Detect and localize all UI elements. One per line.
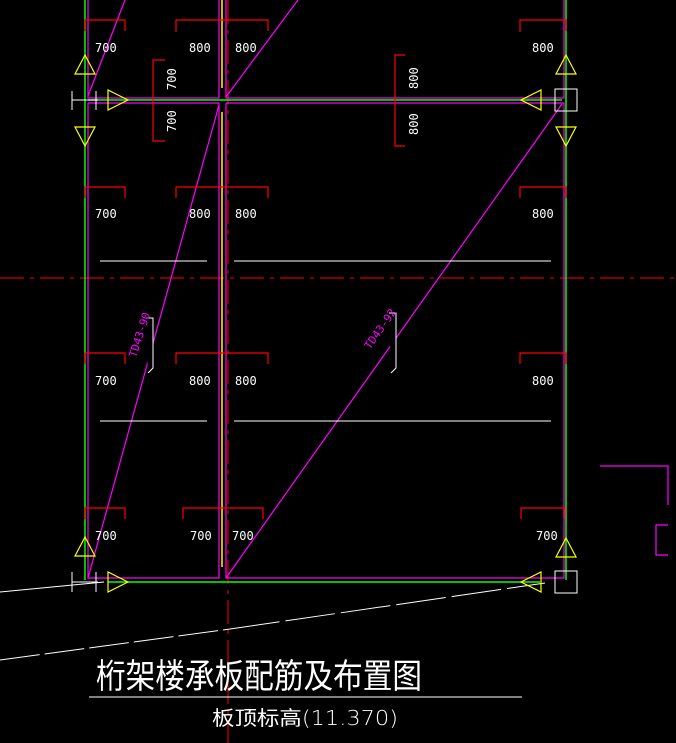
- dim-label: 700: [95, 529, 117, 543]
- dimension-row-2: 700 800 800 800: [95, 207, 554, 221]
- dim-label: 800: [235, 41, 257, 55]
- vertical-dimension-labels: 700 700 800 800: [165, 67, 421, 135]
- dim-label: 800: [235, 207, 257, 221]
- dim-label: 800: [532, 41, 554, 55]
- support-triangles: [74, 53, 577, 593]
- dim-label: 700: [232, 529, 254, 543]
- dim-label: 800: [189, 41, 211, 55]
- dim-label: 700: [95, 374, 117, 388]
- dim-label: 800: [189, 374, 211, 388]
- dimension-row-4: 700 700 700 700: [95, 529, 558, 543]
- dim-label: 700: [95, 207, 117, 221]
- dim-label: 700: [536, 529, 558, 543]
- dim-label: 700: [165, 110, 179, 132]
- dimension-row-1: 700 800 800 800: [95, 41, 554, 55]
- drawing-subtitle: 板顶标高(11.370): [212, 706, 398, 730]
- dimension-brackets: [84, 19, 567, 519]
- dimension-row-3: 700 800 800 800: [95, 374, 554, 388]
- dim-label: 800: [235, 374, 257, 388]
- dim-label: 800: [189, 207, 211, 221]
- dim-label: 800: [532, 207, 554, 221]
- drawing-title: 桁架楼承板配筋及布置图: [96, 657, 422, 697]
- dim-label: 700: [190, 529, 212, 543]
- rebar-lines: [0, 88, 578, 661]
- dim-label: 800: [532, 374, 554, 388]
- dim-label: 800: [407, 113, 421, 135]
- dim-label: 800: [407, 67, 421, 89]
- dim-label: 700: [165, 68, 179, 90]
- dim-label: 700: [95, 41, 117, 55]
- beam-lines: [84, 0, 567, 583]
